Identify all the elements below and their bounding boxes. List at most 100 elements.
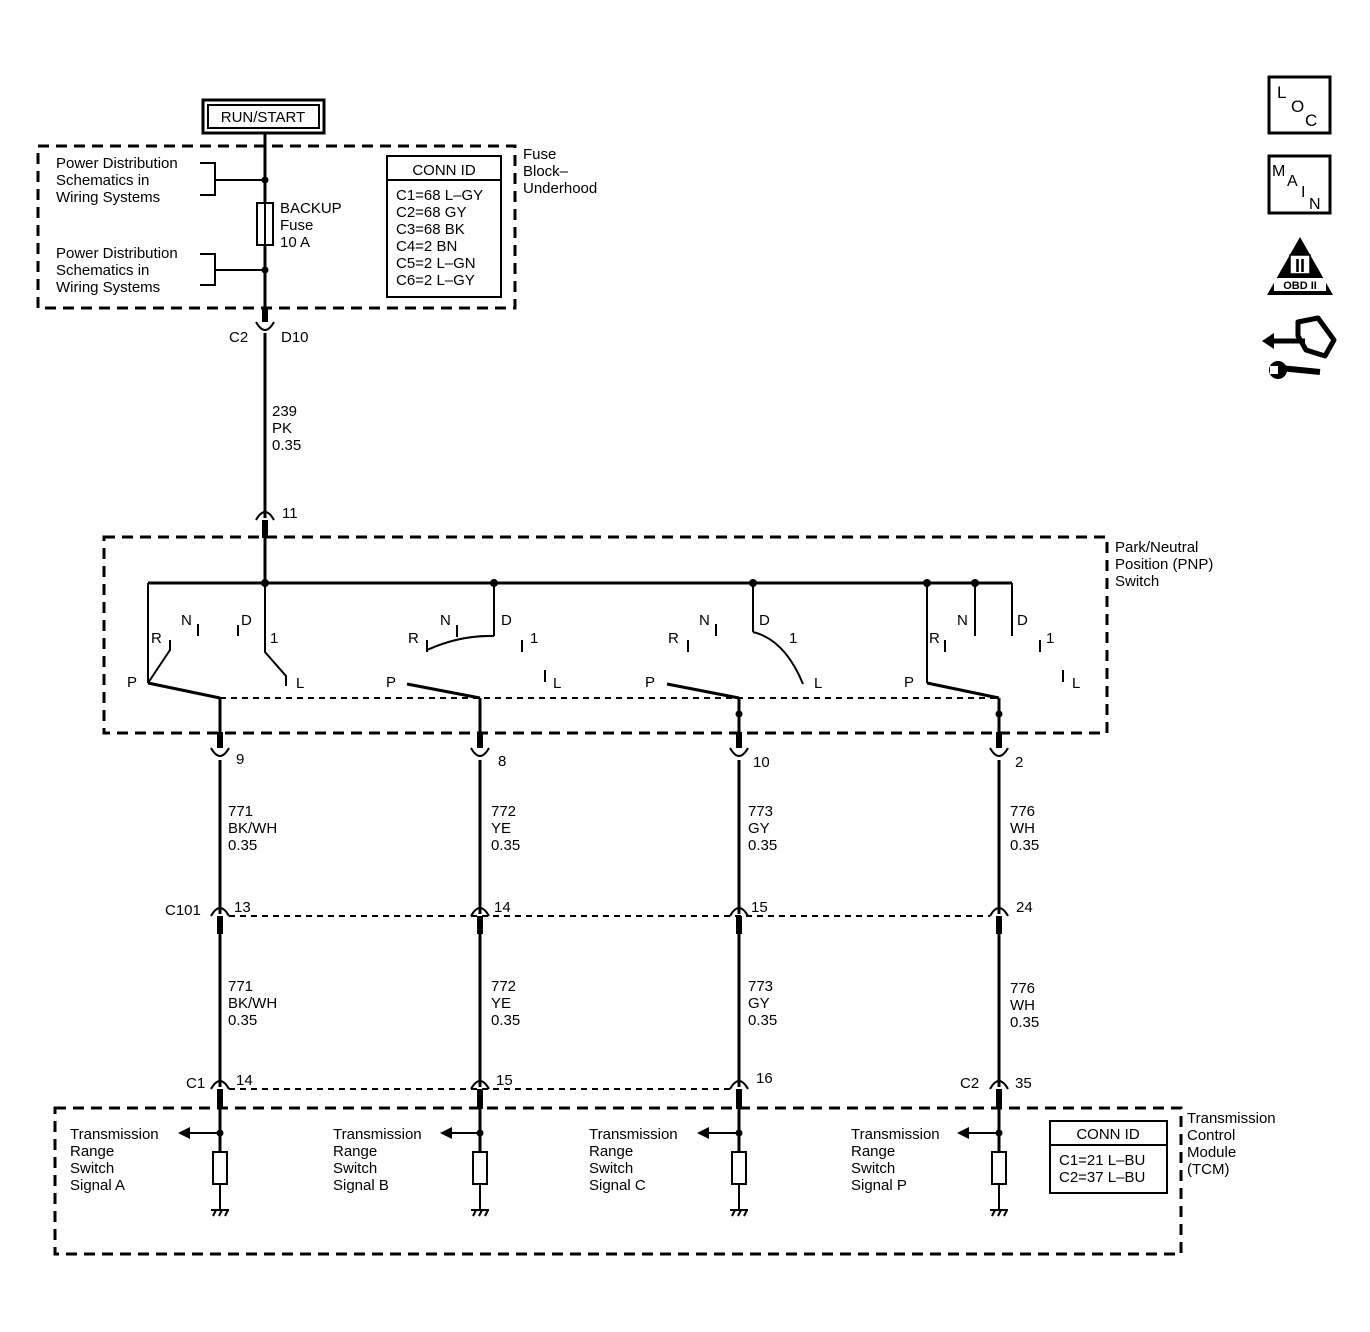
svg-text:BK/WH: BK/WH (228, 995, 277, 1012)
svg-text:14: 14 (494, 899, 511, 916)
svg-text:C: C (1305, 111, 1317, 130)
signal-wire-c: 10 773 GY 0.35 15 773 GY 0.35 16 (729, 698, 777, 1109)
svg-text:N: N (1309, 196, 1321, 213)
obd-ii-icon[interactable]: II OBD II (1267, 237, 1333, 295)
tcm-name: Transmission Control Module (TCM) (1187, 1110, 1276, 1178)
connector-c2-d10: C2 D10 (229, 308, 309, 346)
svg-text:Range: Range (333, 1143, 377, 1160)
svg-text:1: 1 (530, 630, 538, 647)
svg-text:1: 1 (789, 630, 797, 647)
svg-text:C101: C101 (165, 902, 201, 919)
svg-text:772: 772 (491, 803, 516, 820)
svg-text:14: 14 (236, 1072, 253, 1089)
svg-text:Transmission: Transmission (333, 1126, 422, 1143)
svg-text:773: 773 (748, 978, 773, 995)
svg-text:239: 239 (272, 403, 297, 420)
svg-text:Module: Module (1187, 1144, 1236, 1161)
svg-text:D: D (241, 612, 252, 629)
svg-text:PK: PK (272, 420, 292, 437)
svg-text:35: 35 (1015, 1075, 1032, 1092)
svg-text:P: P (386, 674, 396, 691)
svg-text:771: 771 (228, 803, 253, 820)
svg-text:1: 1 (1046, 630, 1054, 647)
svg-text:Position (PNP): Position (PNP) (1115, 556, 1213, 573)
svg-text:0.35: 0.35 (748, 1012, 777, 1029)
svg-text:BACKUP: BACKUP (280, 200, 342, 217)
svg-text:R: R (151, 630, 162, 647)
svg-text:Underhood: Underhood (523, 180, 597, 197)
svg-text:Schematics in: Schematics in (56, 172, 149, 189)
svg-text:N: N (957, 612, 968, 629)
feed-wire-label: 239 PK 0.35 (272, 403, 301, 454)
power-distribution-top: Power Distribution Schematics in Wiring … (56, 155, 269, 206)
pnp-switch-name: Park/Neutral Position (PNP) Switch (1115, 539, 1213, 590)
svg-text:C3=68 BK: C3=68 BK (396, 221, 465, 238)
loc-icon[interactable]: L O C (1267, 75, 1332, 135)
svg-text:C2: C2 (229, 329, 248, 346)
svg-text:1: 1 (270, 630, 278, 647)
svg-text:Signal A: Signal A (70, 1177, 125, 1194)
pnp-section-c: P R N D 1 L (645, 583, 822, 700)
svg-text:I: I (1301, 184, 1305, 201)
svg-text:15: 15 (496, 1072, 513, 1089)
svg-text:Switch: Switch (333, 1160, 377, 1177)
svg-text:Switch: Switch (1115, 573, 1159, 590)
svg-text:776: 776 (1010, 980, 1035, 997)
svg-text:Range: Range (851, 1143, 895, 1160)
svg-text:C5=2 L–GN: C5=2 L–GN (396, 255, 476, 272)
svg-text:(TCM): (TCM) (1187, 1161, 1229, 1178)
svg-text:Control: Control (1187, 1127, 1235, 1144)
svg-text:16: 16 (756, 1070, 773, 1087)
svg-text:Signal B: Signal B (333, 1177, 389, 1194)
svg-text:L: L (296, 675, 304, 692)
power-distribution-bottom: Power Distribution Schematics in Wiring … (56, 245, 269, 296)
svg-text:0.35: 0.35 (1010, 837, 1039, 854)
signal-wire-p: 2 776 WH 0.35 24 776 WH 0.35 35 (989, 698, 1039, 1109)
svg-text:R: R (408, 630, 419, 647)
pnp-feed-connector: 11 (255, 505, 298, 538)
svg-text:11: 11 (282, 505, 298, 522)
signal-wire-b: 8 772 YE 0.35 14 772 YE 0.35 15 (470, 698, 520, 1109)
run-start-box: RUN/START (201, 98, 326, 135)
svg-text:II: II (1295, 256, 1305, 276)
svg-text:GY: GY (748, 995, 770, 1012)
main-icon[interactable]: M A I N (1267, 154, 1332, 215)
diagnostic-wrench-icon[interactable] (1262, 315, 1337, 379)
svg-text:Transmission: Transmission (1187, 1110, 1276, 1127)
svg-text:0.35: 0.35 (491, 837, 520, 854)
svg-text:C2=68 GY: C2=68 GY (396, 204, 466, 221)
fuse-block-name: Fuse Block– Underhood (523, 146, 597, 197)
svg-text:WH: WH (1010, 820, 1035, 837)
svg-text:GY: GY (748, 820, 770, 837)
svg-text:Switch: Switch (70, 1160, 114, 1177)
svg-text:N: N (440, 612, 451, 629)
fuse-block-boundary (36, 144, 517, 310)
svg-text:772: 772 (491, 978, 516, 995)
svg-text:0.35: 0.35 (1010, 1014, 1039, 1031)
pnp-switch-boundary (102, 535, 1109, 735)
svg-text:P: P (904, 674, 914, 691)
svg-text:N: N (699, 612, 710, 629)
svg-text:R: R (929, 630, 940, 647)
svg-text:Switch: Switch (851, 1160, 895, 1177)
svg-text:Transmission: Transmission (851, 1126, 940, 1143)
c101-inline-connector: C101 (165, 902, 990, 919)
svg-text:776: 776 (1010, 803, 1035, 820)
svg-text:Transmission: Transmission (589, 1126, 678, 1143)
svg-text:Fuse: Fuse (523, 146, 556, 163)
svg-text:Signal P: Signal P (851, 1177, 907, 1194)
svg-text:2: 2 (1015, 754, 1023, 771)
svg-text:24: 24 (1016, 899, 1033, 916)
svg-text:WH: WH (1010, 997, 1035, 1014)
svg-text:0.35: 0.35 (272, 437, 301, 454)
signal-wire-a: 9 771 BK/WH 0.35 13 771 BK/WH 0.35 14 (210, 698, 277, 1109)
svg-text:Schematics in: Schematics in (56, 262, 149, 279)
svg-text:C2=37 L–BU: C2=37 L–BU (1059, 1169, 1145, 1186)
svg-text:CONN ID: CONN ID (412, 162, 476, 179)
tcm-connector-c1: C1 (186, 1075, 205, 1092)
svg-text:A: A (1287, 173, 1298, 190)
svg-text:C1=21 L–BU: C1=21 L–BU (1059, 1152, 1145, 1169)
svg-text:Park/Neutral: Park/Neutral (1115, 539, 1198, 556)
pnp-section-a: P R N D 1 L (127, 583, 304, 700)
svg-text:D10: D10 (281, 329, 309, 346)
